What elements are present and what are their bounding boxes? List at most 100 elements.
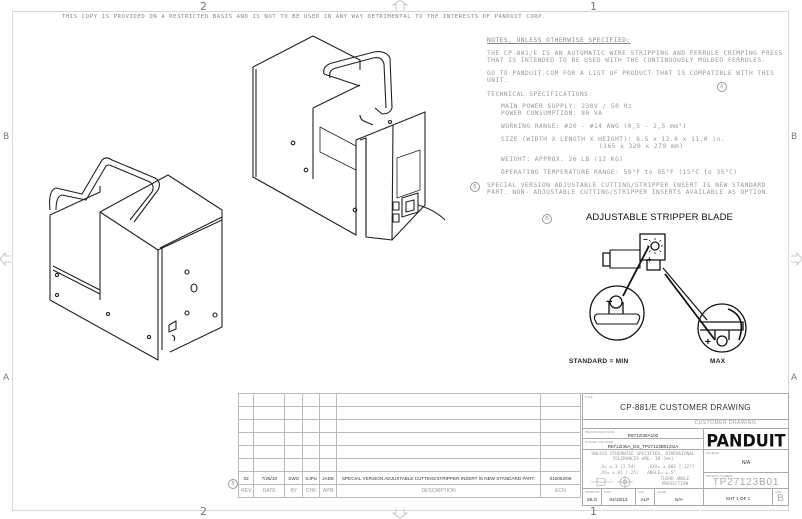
spec-size: SIZE (WIDTH X LENGTH X HEIGHT): 6.5 x 12…	[501, 136, 725, 143]
restricted-disclaimer: THIS COPY IS PROVIDED ON A RESTRICTED BA…	[62, 14, 547, 20]
svg-text:−: −	[643, 235, 648, 244]
by-cell: SWG	[284, 471, 304, 485]
scale-cell: SCALE N/A	[654, 488, 704, 506]
brand-cell: PANDUIT	[703, 428, 789, 450]
item-revision-name: R8712I36A102	[627, 433, 659, 438]
tolerance-xxx: .XXX= ±.005 [.127]	[647, 465, 695, 470]
detail-marker-b: B	[542, 214, 552, 224]
item-label: ITEM REVISION NAME	[585, 430, 615, 434]
drawing-number: TP27123B01	[712, 477, 780, 488]
center-arrow-right-icon	[791, 252, 802, 266]
zone-left-b: B	[3, 132, 10, 142]
notes-header: NOTES, UNLESS OTHERWISE SPECIFIED:	[487, 37, 631, 44]
header-apr: APR	[319, 484, 338, 498]
notes-panel: NOTES, UNLESS OTHERWISE SPECIFIED: THE C…	[470, 37, 787, 202]
tolerance-header: UNLESS OTHERWISE SPECIFIED, DIMENSIONAL …	[591, 452, 695, 462]
checker-cell: CHK ALP	[635, 488, 655, 506]
ecn-cell: 010052/08	[540, 471, 582, 485]
scale-value: N/A	[675, 497, 683, 502]
dataset-label: DATASET FILE NAME	[585, 440, 613, 444]
drawing-number-label: DRAWING NUMBER	[706, 474, 733, 478]
svg-text:+: +	[647, 255, 652, 264]
drawing-date: 04/16/13	[609, 497, 628, 502]
header-ecn: ECN	[540, 484, 582, 498]
tech-spec-header: TECHNICAL SPECIFICATIONS:	[487, 91, 593, 98]
date-cell: 7/25/18	[253, 471, 286, 485]
tolerance-angle: ANGLE= ±.5°	[647, 471, 677, 476]
machine-front-view	[49, 157, 223, 361]
spec-power-consumption: POWER CONSUMPTION: 80 VA	[501, 110, 603, 117]
center-arrow-bottom-icon	[392, 508, 408, 519]
size-cell: SIZE B	[772, 488, 789, 506]
header-date: DATE	[253, 484, 286, 498]
panduit-logo: PANDUIT	[706, 430, 786, 451]
scale-label: SCALE	[657, 490, 667, 494]
spec-weight: WEIGHT: APPROX. 26 LB (12 KG)	[501, 156, 624, 163]
date-label: DATE	[604, 490, 612, 494]
material-label: MATERIAL	[706, 451, 720, 455]
revision-table: 02 7/25/18 SWG SJPU JADE SPECIAL VERSION…	[237, 393, 582, 498]
revision-row: 02 7/25/18 SWG SJPU JADE SPECIAL VERSION…	[237, 471, 582, 485]
zone-right-a: A	[791, 373, 798, 383]
zone-left-a: A	[3, 373, 10, 383]
rev-table-marker-b: B	[228, 479, 238, 489]
zone-top-2: 2	[200, 0, 207, 13]
checker-label: CHK	[638, 490, 644, 494]
center-arrow-left-icon	[0, 252, 11, 266]
projection-label: THIRD ANGLE PROJECTION	[660, 477, 690, 487]
zone-top-1: 1	[590, 0, 597, 13]
stripper-blade-diagram: − − + +	[589, 233, 747, 353]
sheet-number: SHT 1 OF 1	[725, 496, 751, 501]
drawing-subtitle: CUSTOMER DRAWING	[694, 420, 757, 426]
header-chk: CHK	[302, 484, 321, 498]
notes-intro: THE CP-881/E IS AN AUTOMATIC WIRE STRIPP…	[487, 50, 783, 64]
spec-power-supply: MAIN POWER SUPPLY: 230V / 50 Hz	[501, 103, 632, 110]
drawn-by-label: DRAWN BY	[585, 490, 600, 494]
rev-cell: 02	[237, 471, 255, 485]
description-cell: SPECIAL VERSION ADJUSTABLE CUTTING/STRIP…	[336, 471, 542, 485]
drawing-number-cell: DRAWING NUMBER TP27123B01	[703, 472, 789, 489]
tolerance-cell: UNLESS OTHERWISE SPECIFIED, DIMENSIONAL …	[582, 449, 704, 489]
material-value: N/A	[741, 460, 751, 466]
max-label: MAX	[710, 358, 726, 365]
tolerance-xx: .XX= ±.01 [.25]	[599, 471, 639, 476]
third-angle-projection-icon	[591, 476, 633, 488]
chk-cell: SJPU	[302, 471, 321, 485]
machine-rear-view	[252, 35, 446, 241]
revision-header-row: REV DATE BY CHK APR DESCRIPTION ECN	[237, 484, 582, 498]
min-label: STANDARD = MIN	[569, 358, 629, 365]
header-description: DESCRIPTION	[336, 484, 542, 498]
notes-special-version: SPECIAL VERSION ADJUSTABLE CUTTING/STRIP…	[487, 182, 771, 196]
zone-right-b: B	[791, 132, 798, 142]
tolerance-x: .X= ±.1 [2.54]	[599, 465, 637, 470]
sheet-cell: SHT 1 OF 1	[703, 488, 773, 506]
apr-cell: JADE	[319, 471, 338, 485]
spec-working-range: WORKING RANGE: #20 - #14 AWG (0,5 - 2,5 …	[501, 123, 687, 130]
title-cell: TITLE CP-881/E CUSTOMER DRAWING	[582, 393, 789, 420]
size-label: SIZE	[775, 490, 782, 494]
drawing-frame	[12, 11, 789, 511]
detail-title: ADJUSTABLE STRIPPER BLADE	[586, 212, 733, 223]
spec-size-mm: (165 x 320 x 279 mm)	[599, 143, 684, 150]
zone-bottom-1: 1	[590, 505, 597, 518]
notes-website: GO TO PANDUIT.COM FOR A LIST OF PRODUCT …	[487, 70, 775, 84]
dataset-file-name: R8712I36A_DS_TP27123B01/02A	[607, 444, 679, 449]
header-rev: REV	[237, 484, 255, 498]
date-cell: DATE 04/16/13	[601, 488, 636, 506]
material-cell: MATERIAL N/A	[703, 449, 789, 473]
drawn-by-cell: DRAWN BY SILO	[582, 488, 602, 506]
drawn-by: SILO	[586, 497, 598, 502]
max-symbol: +	[705, 337, 711, 348]
center-arrow-top-icon	[392, 0, 408, 11]
drawing-title: CP-881/E CUSTOMER DRAWING	[620, 403, 751, 412]
checker: ALP	[640, 497, 650, 502]
zone-bottom-2: 2	[200, 505, 207, 518]
title-label: TITLE	[585, 395, 593, 399]
header-by: BY	[284, 484, 304, 498]
sheet-size: B	[777, 493, 784, 504]
rev-marker-b: B	[470, 182, 480, 192]
min-symbol: −	[606, 296, 612, 308]
spec-temperature: OPERATING TEMPERATURE RANGE: 59°F to 95°…	[501, 169, 738, 176]
rev-marker-a: A	[717, 82, 727, 92]
machine-isometric-illustrations	[49, 35, 446, 361]
